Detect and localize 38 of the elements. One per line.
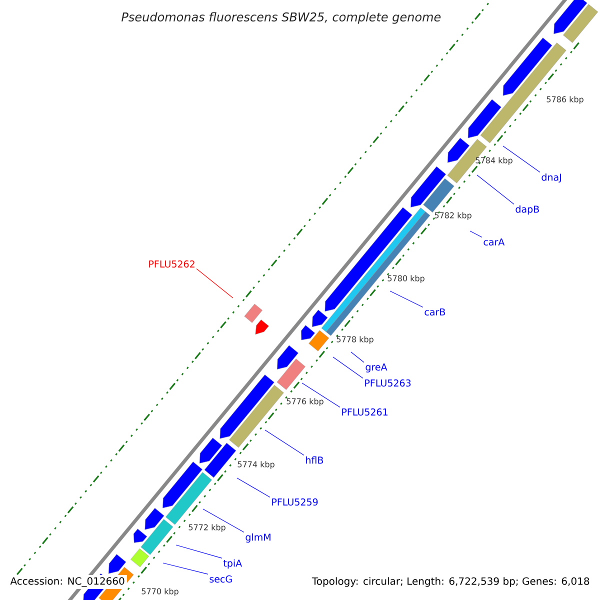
gene-label: PFLU5263 <box>365 379 411 387</box>
gene-label: hflB <box>306 456 324 464</box>
title: Pseudomonas fluorescens SBW25, complete genome <box>122 12 441 24</box>
leader-line <box>302 382 340 408</box>
gene-label: greA <box>366 364 388 372</box>
scale-label: 5770 kbp <box>142 588 178 596</box>
leader-line <box>196 268 234 298</box>
leader-line <box>332 356 364 379</box>
scale-label: 5780 kbp <box>388 275 424 283</box>
footer-text: Topology: circular; Length: 6,722,539 bp; Genes: 6,018 <box>310 575 592 589</box>
scale-label: 5774 kbp <box>238 461 274 469</box>
leader-line <box>470 230 482 238</box>
leader-line <box>162 562 208 575</box>
leader-line <box>202 508 244 532</box>
scale-label: 5782 kbp <box>434 212 472 220</box>
leader-line <box>236 478 270 498</box>
gene-label: PFLU5259 <box>272 498 318 506</box>
leader-line <box>350 352 364 363</box>
gene-label: secG <box>210 575 232 583</box>
scale-label: 5772 kbp <box>188 524 226 532</box>
gene-label: carB <box>424 308 445 316</box>
leader-line <box>264 430 304 456</box>
scale-label: 5776 kbp <box>286 398 324 406</box>
leader-line <box>176 544 222 558</box>
footer-text: Accession: NC_012660 <box>8 575 127 589</box>
gene-label: glmM <box>246 533 270 543</box>
gene-label: PFLU5261 <box>342 408 388 416</box>
scale-label: 5784 kbp <box>476 157 512 165</box>
gene-label: carA <box>484 238 505 246</box>
gene-label: dnaJ <box>542 173 561 183</box>
gene-label: PFLU5262 <box>149 260 194 268</box>
scale-label: 5778 kbp <box>336 336 374 344</box>
leader-line <box>390 290 424 308</box>
leader-line <box>476 174 514 205</box>
leader-line <box>502 146 540 173</box>
gene-label: dapB <box>516 205 539 215</box>
gene-label: tpiA <box>223 559 242 569</box>
scale-label: 5786 kbp <box>546 96 584 104</box>
